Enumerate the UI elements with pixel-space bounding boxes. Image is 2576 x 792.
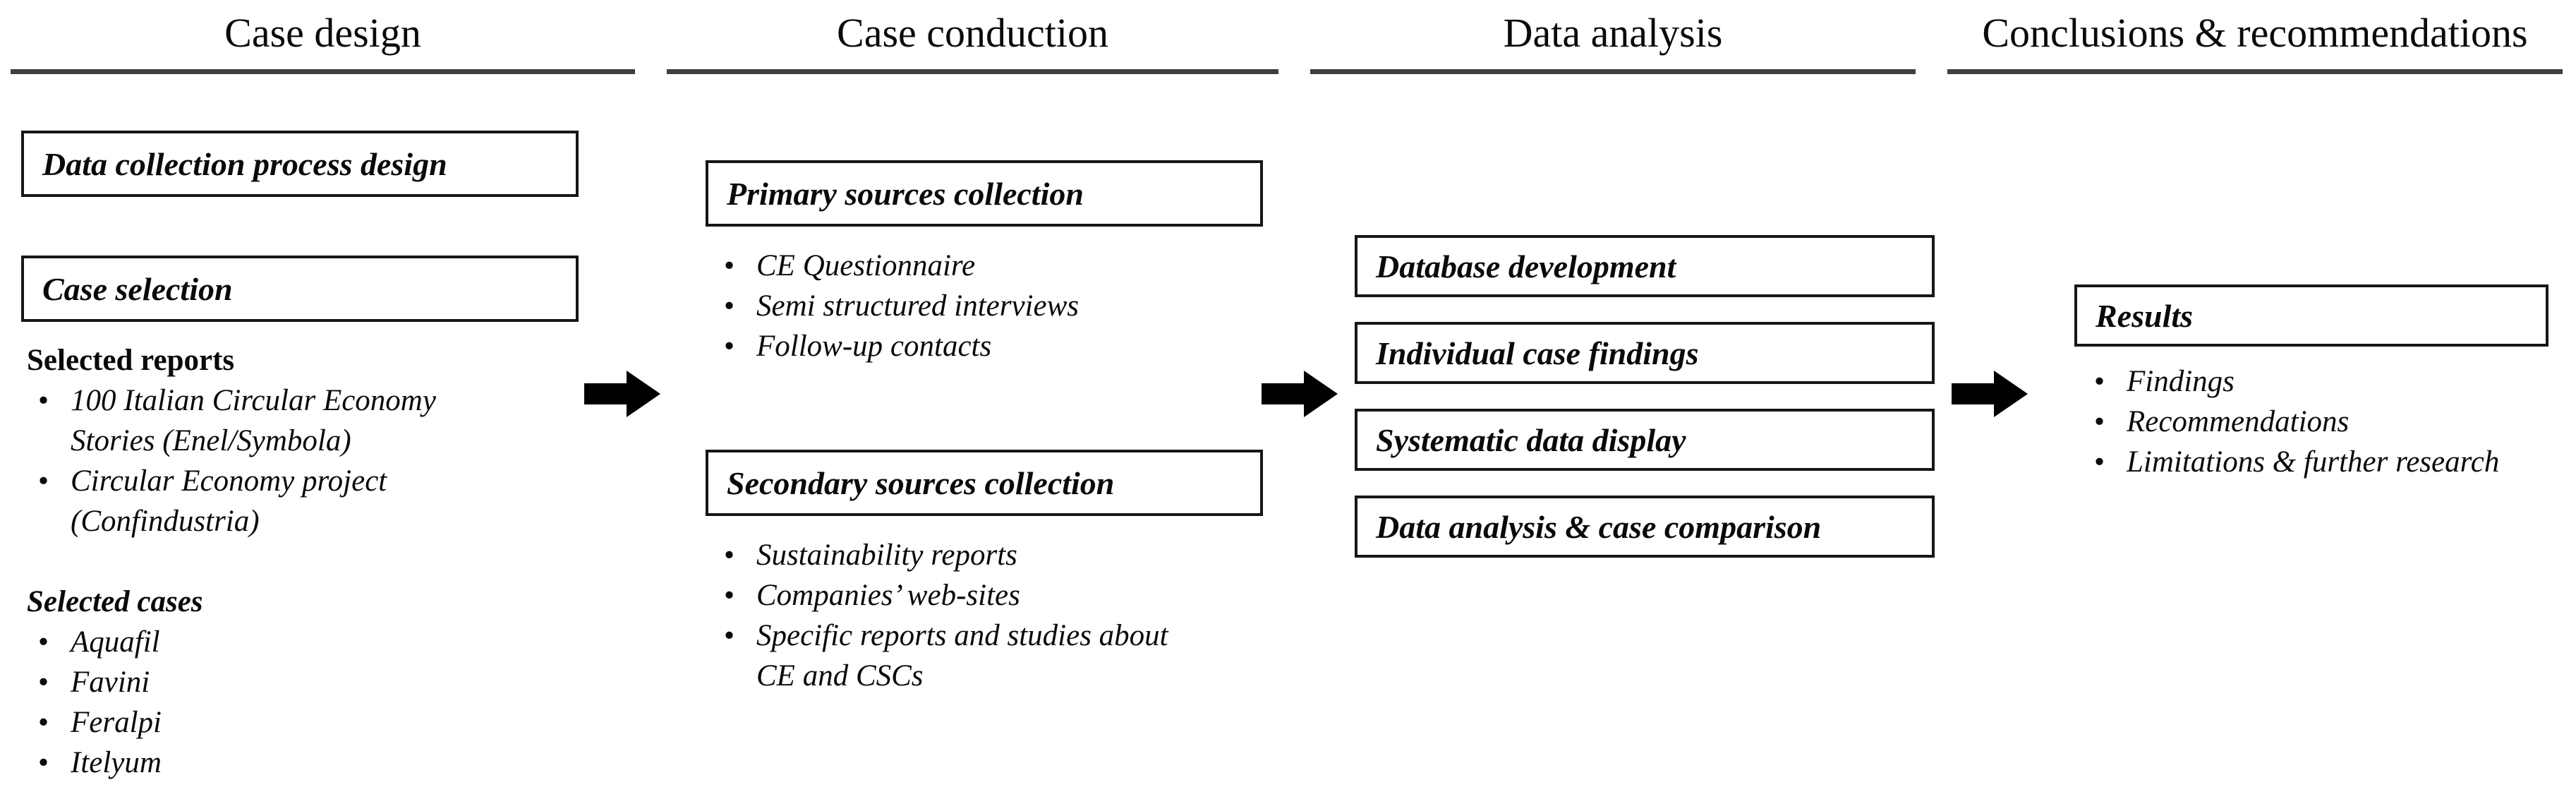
list-item-text: Circular Economy project (Confindustria): [71, 464, 387, 538]
box-individual-case-findings: Individual case findings: [1355, 322, 1935, 384]
box-title: Data analysis & case comparison: [1376, 508, 1822, 545]
selected-cases-heading: Selected cases: [27, 585, 203, 618]
list-item-text: Limitations & further research: [2127, 445, 2500, 479]
column-header-data-analysis: Data analysis: [1503, 10, 1723, 56]
list-item: • Limitations & further research: [2083, 442, 2576, 482]
list-item-text: Findings: [2127, 365, 2235, 398]
selected-reports-section: Selected reports • 100 Italian Circular …: [27, 340, 549, 541]
box-title: Database development: [1376, 248, 1676, 284]
column-header-conclusions-recommendations: Conclusions & recommendations: [1982, 10, 2528, 56]
list-item-text: 100 Italian Circular Economy Stories (En…: [71, 384, 436, 457]
bullet-icon: •: [38, 464, 49, 498]
primary-sources-list: • CE Questionnaire • Semi structured int…: [713, 246, 1256, 366]
list-item: • CE Questionnaire: [713, 246, 1256, 286]
header-rule-case-design: [11, 69, 635, 74]
bullet-icon: •: [38, 384, 49, 417]
box-title: Case selection: [42, 270, 233, 307]
bullet-icon: •: [38, 706, 49, 739]
bullet-icon: •: [38, 746, 49, 779]
box-secondary-sources-collection: Secondary sources collection: [706, 450, 1263, 516]
list-item: • Sustainability reports: [713, 535, 1221, 575]
flow-arrow-icon: [584, 368, 660, 420]
list-item-text: Feralpi: [71, 706, 162, 739]
box-primary-sources-collection: Primary sources collection: [706, 160, 1263, 227]
list-item-text: Favini: [71, 666, 150, 699]
selected-reports-heading: Selected reports: [27, 344, 235, 377]
selected-reports-list: • 100 Italian Circular Economy Stories (…: [27, 380, 549, 541]
selected-cases-section: Selected cases • Aquafil • Favini • Fera…: [27, 582, 549, 783]
list-item: • Specific reports and studies about CE …: [713, 616, 1221, 696]
box-case-selection: Case selection: [21, 256, 579, 322]
box-title: Results: [2096, 297, 2194, 334]
box-data-analysis-case-comparison: Data analysis & case comparison: [1355, 496, 1935, 558]
list-item-text: Semi structured interviews: [756, 289, 1080, 323]
bullet-icon: •: [2094, 405, 2105, 438]
bullet-icon: •: [2094, 365, 2105, 398]
bullet-icon: •: [724, 249, 735, 282]
list-item-text: CE Questionnaire: [756, 249, 976, 282]
list-item: • Aquafil: [27, 622, 549, 662]
list-item: • Findings: [2083, 361, 2576, 402]
box-title: Systematic data display: [1376, 421, 1686, 458]
bullet-icon: •: [724, 579, 735, 612]
box-title: Individual case findings: [1376, 335, 1699, 371]
header-rule-data-analysis: [1310, 69, 1916, 74]
box-title: Data collection process design: [42, 145, 447, 182]
list-item-text: Follow-up contacts: [756, 330, 992, 363]
flow-arrow-icon: [1262, 368, 1338, 420]
secondary-sources-list: • Sustainability reports • Companies’ we…: [713, 535, 1221, 696]
bullet-icon: •: [38, 625, 49, 659]
selected-cases-list: • Aquafil • Favini • Feralpi • Itelyum: [27, 622, 549, 783]
box-results: Results: [2074, 284, 2548, 347]
list-item-text: Recommendations: [2127, 405, 2350, 438]
column-header-case-design: Case design: [224, 10, 421, 56]
list-item-text: Itelyum: [71, 746, 162, 779]
list-item: • Favini: [27, 662, 549, 702]
list-item: • Semi structured interviews: [713, 286, 1256, 326]
list-item: • Recommendations: [2083, 402, 2576, 442]
list-item: • 100 Italian Circular Economy Stories (…: [27, 380, 549, 461]
list-item-text: Companies’ web-sites: [756, 579, 1020, 612]
header-rule-case-conduction: [667, 69, 1278, 74]
list-item: • Itelyum: [27, 743, 549, 783]
list-item: • Companies’ web-sites: [713, 575, 1221, 616]
box-database-development: Database development: [1355, 235, 1935, 297]
list-item-text: Aquafil: [71, 625, 160, 659]
bullet-icon: •: [724, 539, 735, 572]
bullet-icon: •: [724, 330, 735, 363]
box-title: Secondary sources collection: [727, 464, 1115, 501]
box-systematic-data-display: Systematic data display: [1355, 409, 1935, 471]
bullet-icon: •: [724, 289, 735, 323]
list-item-text: Specific reports and studies about CE an…: [756, 619, 1168, 692]
column-header-case-conduction: Case conduction: [837, 10, 1108, 56]
list-item-text: Sustainability reports: [756, 539, 1017, 572]
header-rule-conclusions-recommendations: [1947, 69, 2563, 74]
list-item: • Circular Economy project (Confindustri…: [27, 461, 549, 541]
box-title: Primary sources collection: [727, 175, 1084, 212]
bullet-icon: •: [724, 619, 735, 652]
list-item: • Feralpi: [27, 702, 549, 743]
flow-arrow-icon: [1952, 368, 2028, 420]
results-list: • Findings • Recommendations • Limitatio…: [2083, 361, 2576, 482]
bullet-icon: •: [2094, 445, 2105, 479]
list-item: • Follow-up contacts: [713, 326, 1256, 366]
bullet-icon: •: [38, 666, 49, 699]
box-data-collection-process-design: Data collection process design: [21, 131, 579, 197]
